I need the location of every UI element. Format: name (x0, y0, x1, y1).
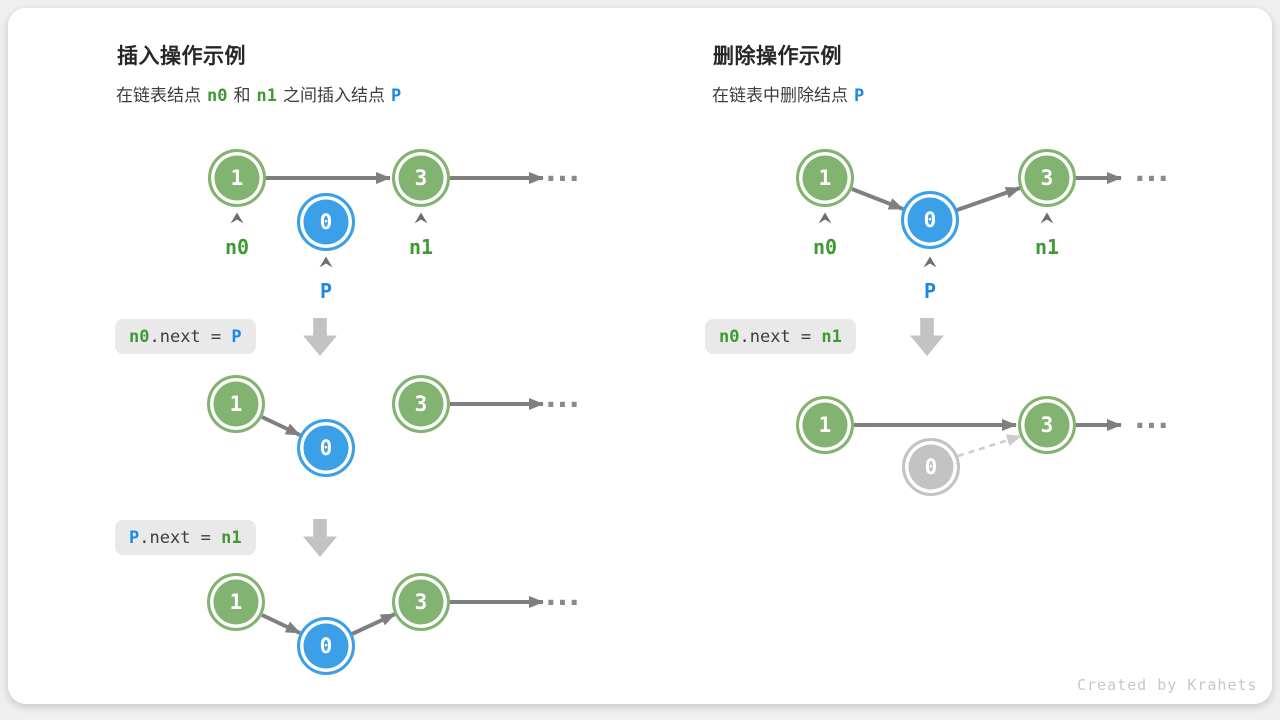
node-value: 1 (818, 166, 832, 190)
subtitle-text: 在链表结点 (116, 86, 201, 105)
subtitle-text: 在链表中删除结点 (712, 86, 848, 105)
node-n0: 1 (796, 396, 854, 454)
label-p: P (923, 279, 937, 303)
node-value: 3 (414, 166, 428, 190)
node-n1: 3 (392, 573, 450, 631)
insert-panel-subtitle: 在链表结点 n0 和 n1 之间插入结点 P (116, 81, 407, 106)
arrow-delete1-n0-to-p (851, 187, 904, 211)
node-p-deleted: 0 (902, 438, 960, 496)
node-n0: 1 (796, 149, 854, 207)
code-label-n0-next: n0 .next = P (115, 319, 256, 354)
pointer-caret-icon (230, 212, 244, 224)
arrow-insert3-p-to-n1 (351, 612, 396, 636)
pointer-caret-icon (923, 256, 937, 268)
node-n1: 3 (1018, 396, 1076, 454)
node-n1: 3 (1018, 149, 1076, 207)
insert-panel-title: 插入操作示例 (117, 45, 246, 68)
code-rhs: n1 (821, 326, 842, 347)
subtitle-ref-n0: n0 (207, 86, 228, 106)
node-n1: 3 (392, 375, 450, 433)
node-value: 0 (319, 210, 333, 234)
dashed-arrow-deleted-p-to-n1 (957, 434, 1022, 458)
credit-text: Created by Krahets (1077, 676, 1258, 694)
pointer-caret-icon (818, 212, 832, 224)
label-p: P (319, 279, 333, 303)
subtitle-ref-n1: n1 (256, 86, 277, 106)
node-value: 1 (818, 413, 832, 437)
ellipsis: ... (545, 155, 581, 188)
pointer-caret-icon (319, 256, 333, 268)
code-label-p-next: P .next = n1 (115, 520, 256, 555)
node-value: 1 (229, 590, 243, 614)
subtitle-text: 和 (233, 86, 251, 105)
ellipsis: ... (545, 579, 581, 612)
node-value: 3 (414, 590, 428, 614)
delete-panel-subtitle: 在链表中删除结点 P (712, 81, 870, 106)
code-rhs: n1 (221, 527, 242, 548)
node-value: 3 (1040, 413, 1054, 437)
code-lhs: n0 (719, 326, 740, 347)
subtitle-text: 之间插入结点 (282, 86, 385, 105)
code-lhs: n0 (129, 326, 150, 347)
node-value: 3 (1040, 166, 1054, 190)
node-n0: 1 (208, 149, 266, 207)
label-n0: n0 (812, 235, 838, 259)
node-value: 0 (319, 634, 333, 658)
node-p: 0 (297, 617, 355, 675)
code-rhs: P (231, 326, 242, 347)
node-n1: 3 (392, 149, 450, 207)
arrow-insert3-n0-to-p (261, 613, 301, 635)
node-p: 0 (297, 419, 355, 477)
subtitle-ref-p: P (390, 86, 402, 106)
code-mid: .next = (149, 326, 232, 347)
subtitle-ref-p: P (854, 86, 865, 106)
node-value: 1 (229, 392, 243, 416)
label-n1: n1 (1034, 235, 1060, 259)
node-value: 0 (924, 455, 938, 479)
ellipsis: ... (545, 381, 581, 414)
node-n0: 1 (207, 573, 265, 631)
pointer-caret-icon (414, 212, 428, 224)
node-p: 0 (901, 191, 959, 249)
arrow-insert2-n0-to-p (261, 415, 301, 437)
node-n0: 1 (207, 375, 265, 433)
code-mid: .next = (739, 326, 822, 347)
code-lhs: P (129, 527, 140, 548)
ellipsis: ... (1134, 402, 1170, 435)
node-value: 0 (319, 436, 333, 460)
delete-panel-title: 删除操作示例 (713, 45, 842, 68)
node-p: 0 (297, 193, 355, 251)
pointer-caret-icon (1040, 212, 1054, 224)
node-value: 0 (923, 208, 937, 232)
arrow-delete1-p-to-n1 (956, 186, 1021, 212)
label-n0: n0 (224, 235, 250, 259)
label-n1: n1 (408, 235, 434, 259)
ellipsis: ... (1134, 155, 1170, 188)
code-mid: .next = (139, 527, 222, 548)
node-value: 1 (230, 166, 244, 190)
code-label-n0-next: n0 .next = n1 (705, 319, 856, 354)
node-value: 3 (414, 392, 428, 416)
